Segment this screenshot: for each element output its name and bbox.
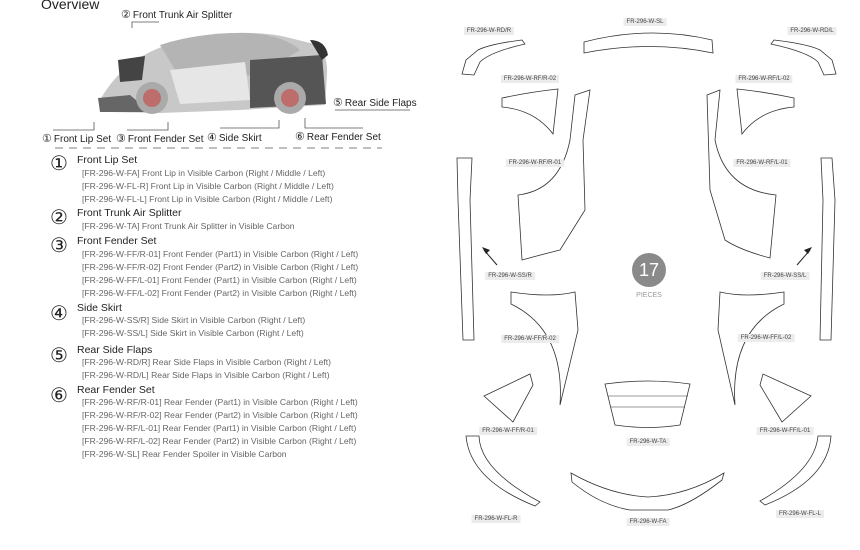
part-label-rf-r-02: FR-296-W-RF/R-02 [500, 75, 560, 83]
list-item: [FR-296-W-RF/R-01] Rear Fender (Part1) i… [82, 397, 358, 407]
part-label-rd-l: FR-296-W-RD/L [787, 27, 837, 35]
list-item: [FR-296-W-RD/L] Rear Side Flaps in Visib… [82, 370, 330, 380]
part-label-ss-r: FR-296-W-SS/R [485, 272, 535, 280]
part-rf-l-02-shape [736, 88, 795, 136]
section-number: ④ [50, 303, 68, 325]
part-ff-r-01-shape [483, 373, 534, 423]
car-illustration [98, 32, 328, 114]
part-label-fl-l: FR-296-W-FL-L [776, 510, 824, 518]
pieces-label: PIECES [636, 292, 662, 299]
part-ta-shape [604, 380, 691, 428]
section-title: Front Trunk Air Splitter [77, 207, 182, 219]
part-rd-l-shape [770, 39, 837, 76]
part-label-ff-r-01: FR-296-W-FF/R-01 [479, 427, 537, 435]
section-number: ③ [50, 235, 68, 257]
list-item: [FR-296-W-RF/L-02] Rear Fender (Part2) i… [82, 436, 357, 446]
part-label-fl-r: FR-296-W-FL-R [471, 515, 521, 523]
part-rd-r-shape [461, 39, 526, 76]
section-title: Front Fender Set [77, 235, 157, 247]
list-item: [FR-296-W-TA] Front Trunk Air Splitter i… [82, 221, 295, 231]
overview-title: Overview [41, 0, 100, 12]
list-item: [FR-296-W-SS/L] Side Skirt in Visible Ca… [82, 328, 304, 338]
part-rf-l-01-shape [706, 89, 777, 259]
part-sl-shape [583, 32, 714, 54]
part-ss-l-shape [819, 157, 836, 341]
part-label-rd-r: FR-296-W-RD/R [463, 27, 515, 35]
part-label-ss-l: FR-296-W-SS/L [760, 272, 810, 280]
list-item: [FR-296-W-FL-L] Front Lip in Visible Car… [82, 194, 333, 204]
part-label-sl: FR-296-W-SL [623, 18, 667, 26]
section-number: ⑥ [50, 385, 68, 407]
part-label-ta: FR-296-W-TA [626, 438, 670, 446]
arrows [482, 247, 812, 266]
list-item: [FR-296-W-FF/L-02] Front Fender (Part2) … [82, 288, 357, 298]
part-ff-l-01-shape [759, 373, 812, 423]
part-rf-r-02-shape [501, 88, 559, 136]
section-title: Rear Side Flaps [77, 344, 153, 356]
part-label-ff-l-02: FR-296-W-FF/L-02 [737, 334, 795, 342]
list-item: [FR-296-W-FF/R-02] Front Fender (Part2) … [82, 262, 359, 272]
part-fa-shape [570, 472, 725, 511]
section-number: ① [50, 153, 68, 175]
section-title: Side Skirt [77, 302, 122, 314]
part-ss-r-shape [456, 157, 475, 341]
list-item: [FR-296-W-RF/R-02] Rear Fender (Part2) i… [82, 410, 358, 420]
list-item: [FR-296-W-RD/R] Rear Side Flaps in Visib… [82, 357, 331, 367]
list-item: [FR-296-W-FL-R] Front Lip in Visible Car… [82, 181, 334, 191]
callout-lines [53, 21, 410, 149]
section-number: ② [50, 207, 68, 229]
part-fl-r-shape [465, 435, 541, 507]
part-label-rf-l-02: FR-296-W-RF/L-02 [735, 75, 793, 83]
list-item: [FR-296-W-SS/R] Side Skirt in Visible Ca… [82, 315, 306, 325]
part-label-rf-l-01: FR-296-W-RF/L-01 [733, 159, 791, 167]
section-number: ⑤ [50, 345, 68, 367]
section-title: Front Lip Set [77, 154, 138, 166]
section-title: Rear Fender Set [77, 384, 155, 396]
part-ff-l-02-shape [717, 291, 785, 406]
list-item: [FR-296-W-FF/L-01] Front Fender (Part1) … [82, 275, 357, 285]
part-label-ff-l-01: FR-296-W-FF/L-01 [756, 427, 814, 435]
list-item: [FR-296-W-RF/L-01] Rear Fender (Part1) i… [82, 423, 357, 433]
part-label-rf-r-01: FR-296-W-RF/R-01 [505, 159, 565, 167]
list-item: [FR-296-W-FA] Front Lip in Visible Carbo… [82, 168, 326, 178]
part-label-ff-r-02: FR-296-W-FF/R-02 [501, 335, 559, 343]
part-ff-r-02-shape [510, 291, 579, 406]
list-item: [FR-296-W-FF/R-01] Front Fender (Part1) … [82, 249, 359, 259]
part-label-fa: FR-296-W-FA [626, 518, 670, 526]
list-item: [FR-296-W-SL] Rear Fender Spoiler in Vis… [82, 449, 287, 459]
pieces-count-badge: 17 [632, 253, 666, 287]
part-fl-l-shape [759, 435, 832, 506]
